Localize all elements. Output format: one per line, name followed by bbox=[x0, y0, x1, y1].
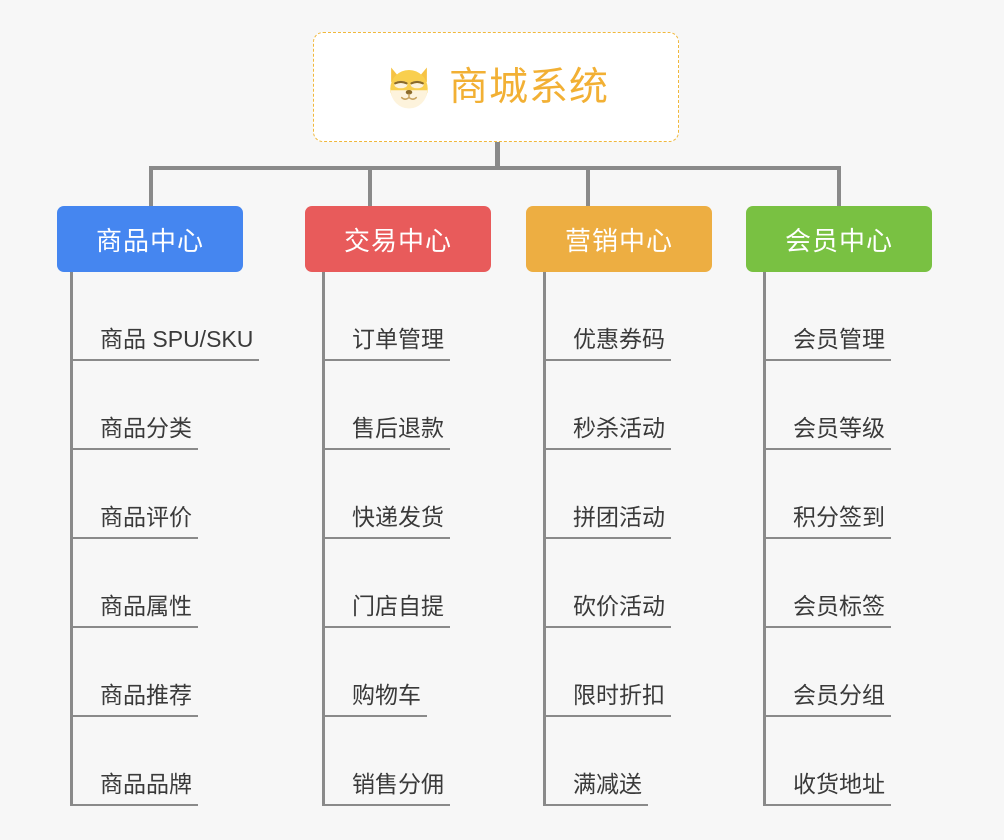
leaf-item-label: 商品品牌 bbox=[70, 771, 198, 806]
leaf-item[interactable]: 收货地址 bbox=[763, 717, 891, 806]
category-box-4-label: 会员中心 bbox=[784, 225, 893, 256]
category-box-4[interactable]: 会员中心 bbox=[746, 206, 932, 272]
connector-drop-4 bbox=[837, 166, 841, 208]
leaf-item-label: 售后退款 bbox=[322, 415, 450, 450]
leaf-item[interactable]: 砍价活动 bbox=[543, 539, 671, 628]
leaf-item[interactable]: 限时折扣 bbox=[543, 628, 671, 717]
leaf-column-spine bbox=[763, 272, 766, 806]
leaf-item[interactable]: 拼团活动 bbox=[543, 450, 671, 539]
leaf-item[interactable]: 商品分类 bbox=[70, 361, 198, 450]
leaf-item-label: 拼团活动 bbox=[543, 504, 671, 539]
leaf-item-label: 会员标签 bbox=[763, 593, 891, 628]
leaf-item[interactable]: 会员标签 bbox=[763, 539, 891, 628]
leaf-item[interactable]: 销售分佣 bbox=[322, 717, 450, 806]
leaf-item-label: 会员等级 bbox=[763, 415, 891, 450]
leaf-item[interactable]: 商品属性 bbox=[70, 539, 198, 628]
leaf-item-label: 商品属性 bbox=[70, 593, 198, 628]
leaf-item[interactable]: 会员管理 bbox=[763, 272, 891, 361]
connector-root-stem bbox=[495, 142, 500, 169]
leaf-item[interactable]: 订单管理 bbox=[322, 272, 450, 361]
leaf-item-label: 快递发货 bbox=[322, 504, 450, 539]
leaf-item-label: 积分签到 bbox=[763, 504, 891, 539]
leaf-item[interactable]: 商品推荐 bbox=[70, 628, 198, 717]
leaf-item[interactable]: 会员等级 bbox=[763, 361, 891, 450]
category-box-2[interactable]: 交易中心 bbox=[305, 206, 491, 272]
connector-drop-1 bbox=[149, 166, 153, 208]
leaf-item-label: 商品 SPU/SKU bbox=[70, 326, 260, 361]
leaf-column-spine bbox=[322, 272, 325, 806]
leaf-item-label: 秒杀活动 bbox=[543, 415, 671, 450]
leaf-item[interactable]: 商品 SPU/SKU bbox=[70, 272, 260, 361]
shiba-dog-face-icon bbox=[390, 67, 428, 109]
leaf-item-label: 会员分组 bbox=[763, 682, 891, 717]
category-box-3[interactable]: 营销中心 bbox=[526, 206, 712, 272]
root-node-title: 商城系统 bbox=[448, 65, 609, 109]
category-box-3-label: 营销中心 bbox=[564, 225, 673, 256]
leaf-item[interactable]: 快递发货 bbox=[322, 450, 450, 539]
leaf-item[interactable]: 满减送 bbox=[543, 717, 648, 806]
category-box-2-label: 交易中心 bbox=[343, 225, 452, 256]
leaf-item-label: 销售分佣 bbox=[322, 771, 450, 806]
connector-drop-2 bbox=[368, 166, 372, 208]
leaf-item-label: 满减送 bbox=[543, 771, 648, 806]
leaf-item-label: 订单管理 bbox=[322, 326, 450, 361]
leaf-item[interactable]: 秒杀活动 bbox=[543, 361, 671, 450]
connector-drop-3 bbox=[586, 166, 590, 208]
connector-horizontal-bus bbox=[149, 166, 841, 170]
leaf-item[interactable]: 购物车 bbox=[322, 628, 427, 717]
leaf-item-label: 砍价活动 bbox=[543, 593, 671, 628]
leaf-item[interactable]: 商品评价 bbox=[70, 450, 198, 539]
leaf-item-label: 收货地址 bbox=[763, 771, 891, 806]
leaf-item[interactable]: 商品品牌 bbox=[70, 717, 198, 806]
leaf-item-label: 购物车 bbox=[322, 682, 427, 717]
leaf-item-label: 商品推荐 bbox=[70, 682, 198, 717]
leaf-item-label: 优惠券码 bbox=[543, 326, 671, 361]
leaf-item[interactable]: 门店自提 bbox=[322, 539, 450, 628]
leaf-column-spine bbox=[543, 272, 546, 806]
leaf-item-label: 限时折扣 bbox=[543, 682, 671, 717]
leaf-item[interactable]: 积分签到 bbox=[763, 450, 891, 539]
leaf-column-spine bbox=[70, 272, 73, 806]
root-node-mall-system[interactable]: 商城系统 bbox=[313, 32, 679, 142]
leaf-item-label: 门店自提 bbox=[322, 593, 450, 628]
leaf-item-label: 商品评价 bbox=[70, 504, 198, 539]
leaf-item[interactable]: 优惠券码 bbox=[543, 272, 671, 361]
leaf-item[interactable]: 会员分组 bbox=[763, 628, 891, 717]
leaf-item-label: 商品分类 bbox=[70, 415, 198, 450]
leaf-item[interactable]: 售后退款 bbox=[322, 361, 450, 450]
leaf-item-label: 会员管理 bbox=[763, 326, 891, 361]
category-box-1-label: 商品中心 bbox=[95, 225, 204, 256]
category-box-1[interactable]: 商品中心 bbox=[57, 206, 243, 272]
